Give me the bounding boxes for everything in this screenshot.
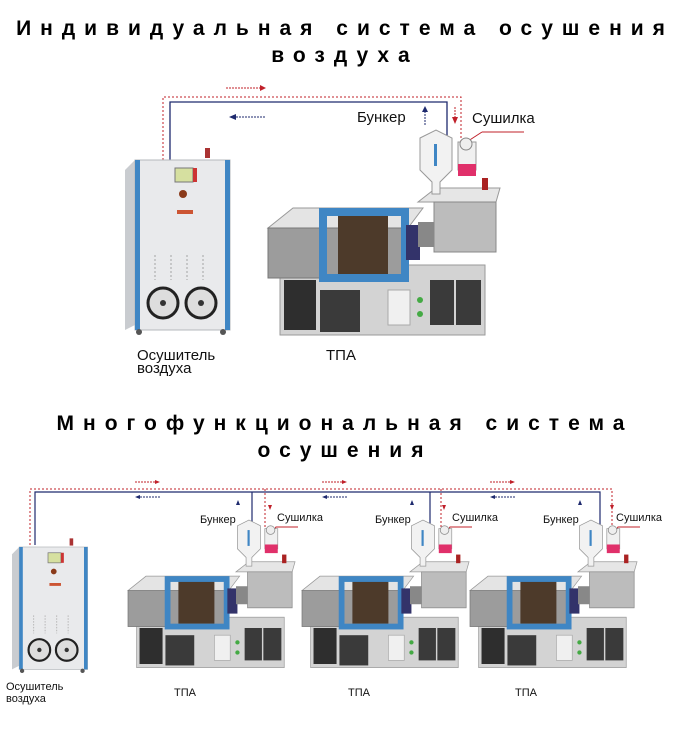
injection-machine-1	[268, 130, 500, 335]
dryer-label: Сушилка	[452, 512, 499, 524]
air-dryer-2-label-1: Осушитель	[6, 681, 64, 693]
supply-arrowhead	[510, 480, 515, 484]
machine-label: ТПА	[348, 687, 370, 699]
air-dryer-label-1: Осушитель	[137, 347, 216, 364]
dryer-down-arrow	[268, 505, 272, 510]
hopper-label: Бункер	[543, 514, 579, 526]
hopper-label: Бункер	[357, 109, 406, 126]
title-2-line-2: осушения	[257, 439, 433, 462]
dryer-label: Сушилка	[472, 110, 535, 127]
supply-arrowhead	[342, 480, 347, 484]
supply-arrowhead	[155, 480, 160, 484]
return-arrowhead	[322, 495, 327, 499]
flow-arrows-1	[226, 85, 524, 146]
air-dryer-1	[123, 146, 232, 337]
title-1-line-2: воздуха	[271, 44, 419, 67]
dryer-label: Сушилка	[277, 512, 324, 524]
machine-label: ТПА	[326, 347, 356, 364]
hopper-up-arrow	[410, 500, 414, 505]
return-line-1	[169, 101, 448, 160]
hopper-up-arrow	[236, 500, 240, 505]
air-dryer-label-2: воздуха	[137, 360, 192, 377]
dryer-label: Сушилка	[616, 512, 663, 524]
return-arrowhead	[135, 495, 140, 499]
air-dryer-2-label-2: воздуха	[6, 693, 46, 705]
injection-machine-2b	[302, 520, 469, 668]
supply-line-1	[162, 96, 462, 160]
title-2-line-1: Многофункциональная система	[56, 412, 634, 435]
air-dryer-2	[10, 537, 89, 675]
return-arrowhead	[490, 495, 495, 499]
hopper-label: Бункер	[200, 514, 236, 526]
supply-line-2	[29, 488, 613, 545]
machine-label: ТПА	[174, 687, 196, 699]
hopper-label: Бункер	[375, 514, 411, 526]
injection-machine-2c	[470, 520, 637, 668]
dryer-down-arrow	[610, 505, 614, 510]
title-1-line-1: Индивидуальная система осушения	[16, 17, 674, 40]
injection-machine-2a	[128, 520, 295, 668]
dryer-down-arrow	[442, 505, 446, 510]
hopper-up-arrow	[578, 500, 582, 505]
machine-label: ТПА	[515, 687, 537, 699]
